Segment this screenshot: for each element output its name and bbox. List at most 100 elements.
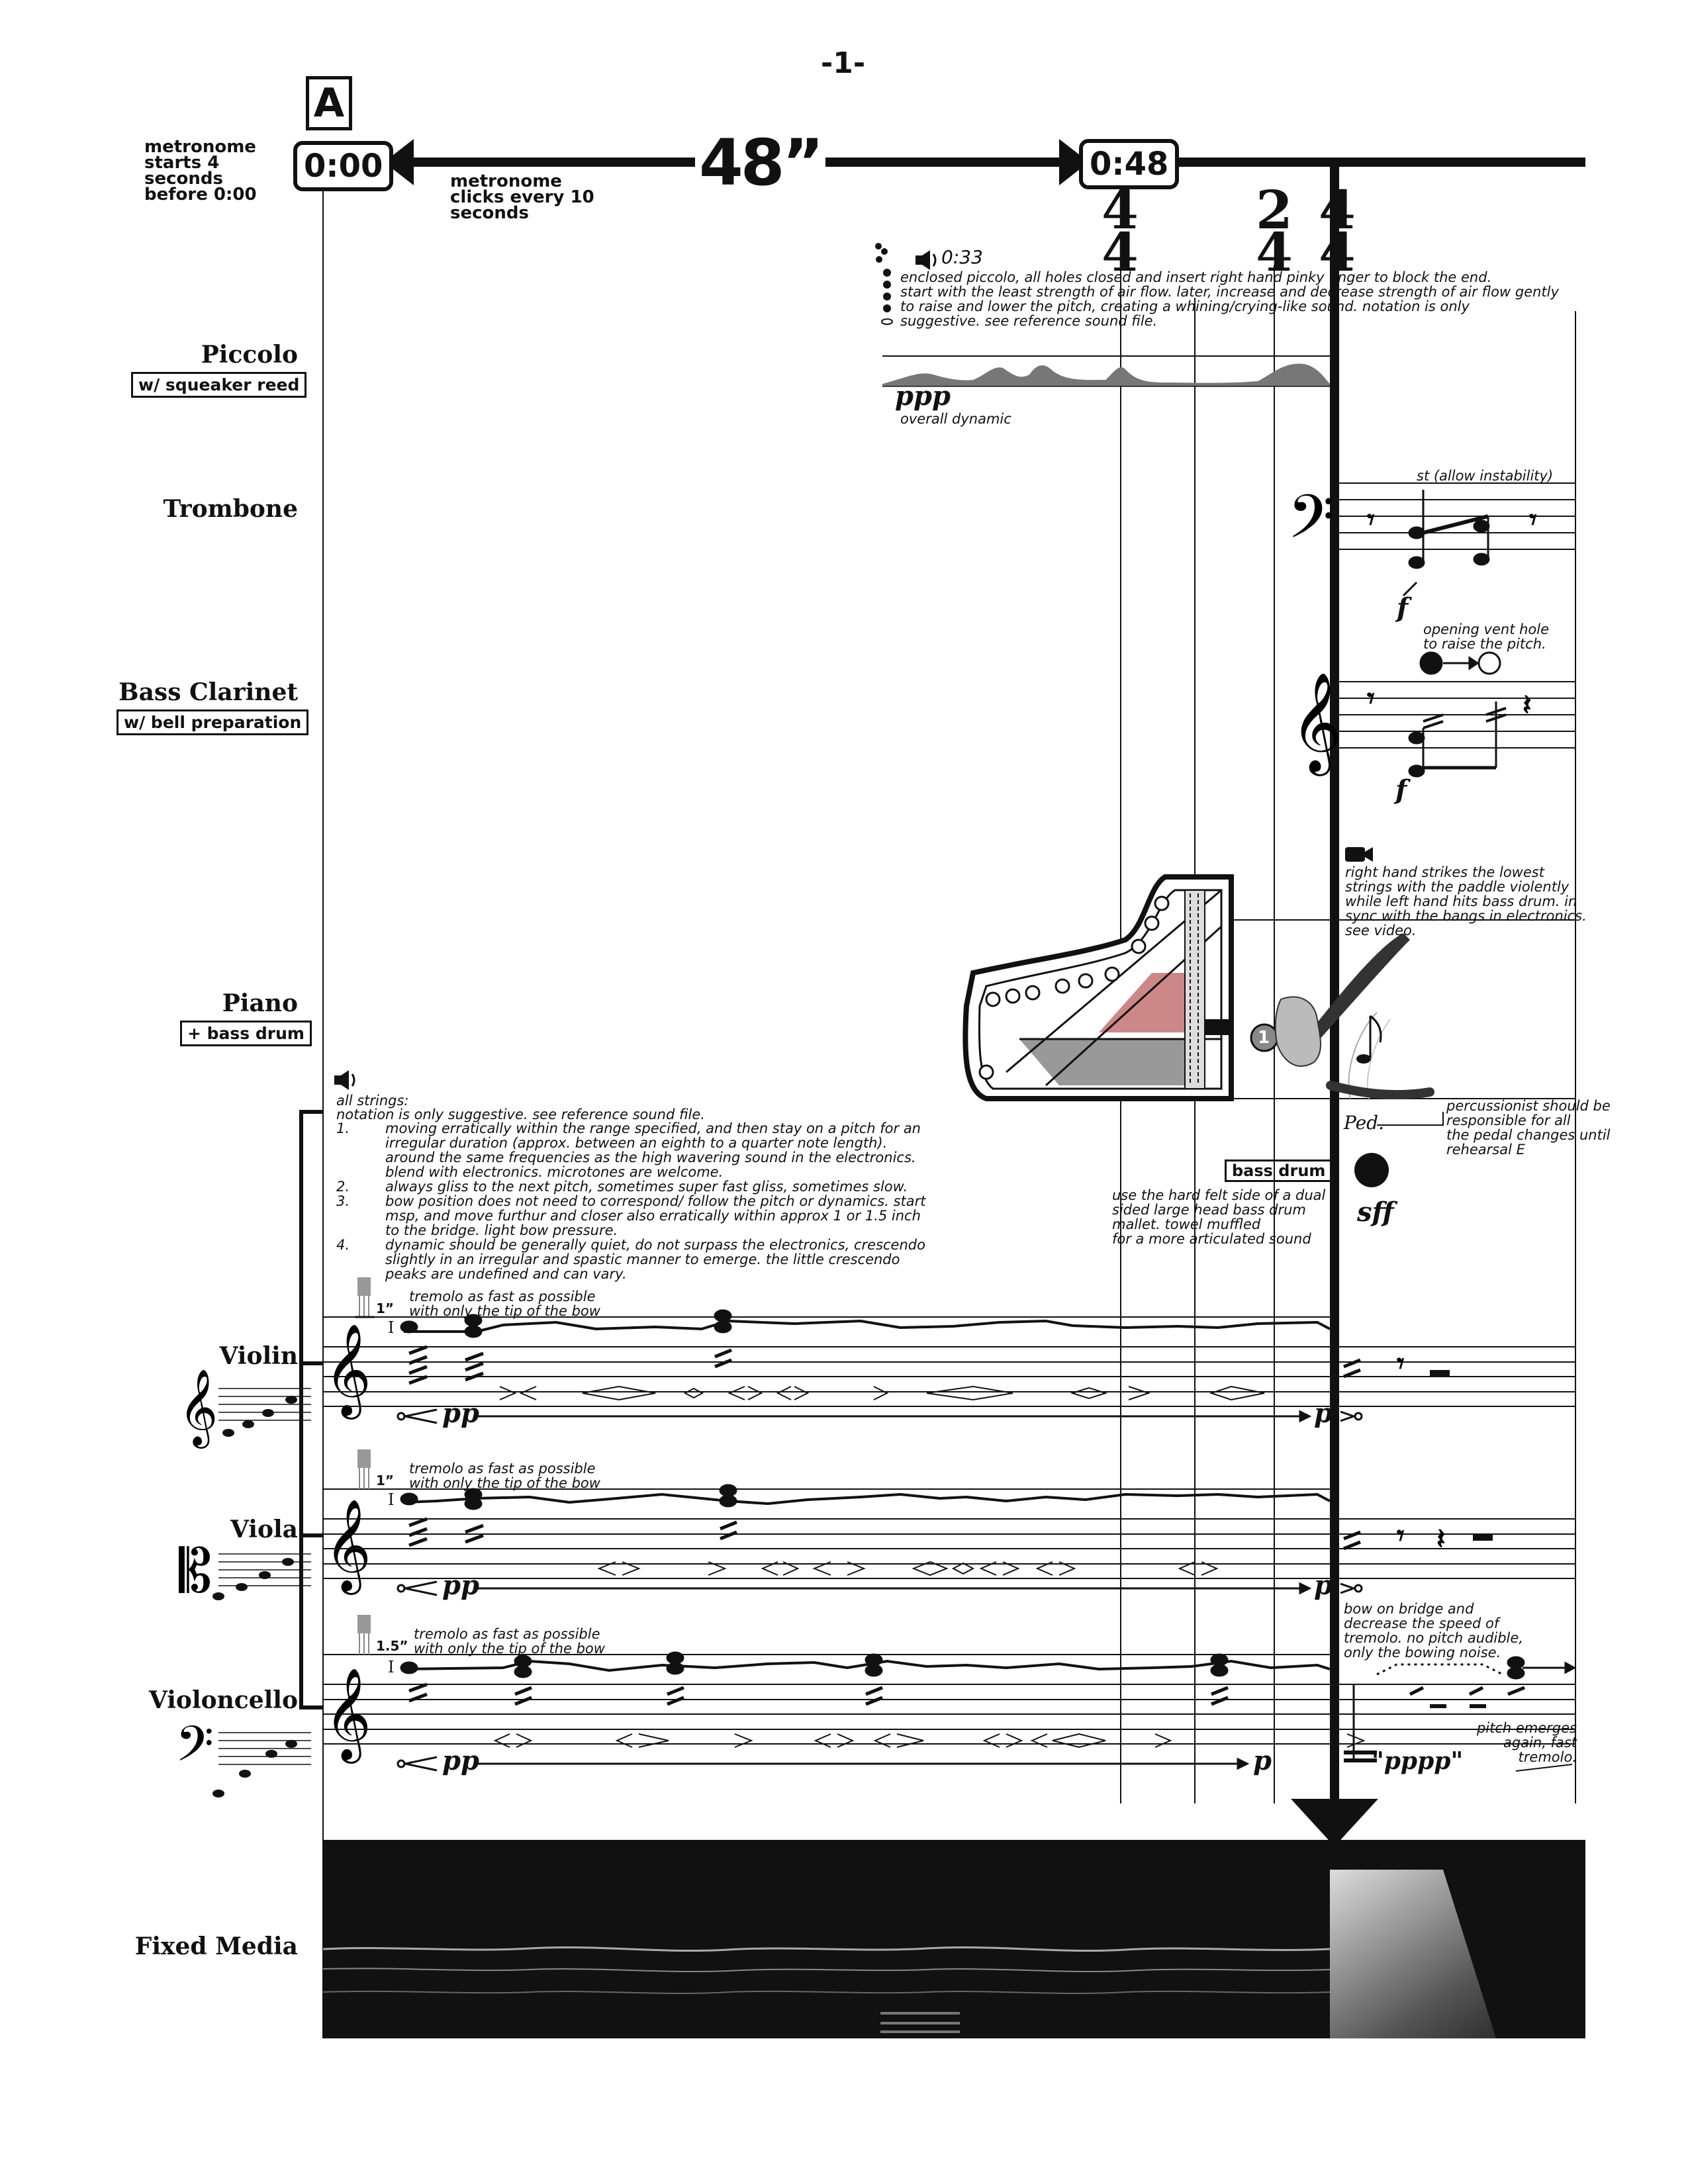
bass-clarinet-rests: 𝄾 𝄽 xyxy=(1367,682,1531,722)
piano-note: right hand strikes the lowest strings wi… xyxy=(1345,865,1587,938)
piano-line-4: sync with the bangs in electronics. xyxy=(1345,908,1587,924)
meter-3-den: 4 xyxy=(1319,221,1356,283)
camera-icon xyxy=(1345,847,1373,862)
trombone-dynamic: f xyxy=(1397,592,1409,623)
piano-prep: + bass drum xyxy=(180,1021,312,1046)
clef-glyphs: 𝄢 𝄞 𝄞 𝄞 𝄞 𝄞 𝄡 𝄢 xyxy=(175,482,1342,1785)
piccolo-prep: w/ squeaker reed xyxy=(131,372,307,398)
fixed-media-spectrogram xyxy=(322,1840,1585,2038)
trombone-rests: 𝄾 𝄾 xyxy=(1367,503,1537,537)
piccolo-line-1: enclosed piccolo, all holes closed and i… xyxy=(900,269,1492,285)
violin-tremolo-note: tremolo as fast as possible with only th… xyxy=(409,1289,600,1318)
svg-text:𝄢: 𝄢 xyxy=(175,1715,214,1785)
cello-dynamic-line xyxy=(397,1756,1250,1772)
svg-text:𝄡: 𝄡 xyxy=(179,1537,212,1606)
svg-text:𝄞: 𝄞 xyxy=(324,1668,371,1764)
svg-text:𝄢: 𝄢 xyxy=(1288,482,1335,567)
piccolo-instructions: enclosed piccolo, all holes closed and i… xyxy=(900,270,1559,328)
strings-item-2-line-1: always gliss to the next pitch, sometime… xyxy=(385,1179,908,1195)
meter-2-num: 2 xyxy=(1256,179,1293,241)
violin-tremolo-line-2: with only the tip of the bow xyxy=(409,1303,600,1319)
piano-line-5: see video. xyxy=(1345,923,1417,938)
viola-dynamic-line xyxy=(397,1580,1363,1596)
cello-tremolo-note: tremolo as fast as possible with only th… xyxy=(414,1627,605,1656)
meter-1-den: 4 xyxy=(1102,221,1139,283)
piccolo-graph xyxy=(882,355,1330,387)
viola-start-dynamic: pp xyxy=(442,1570,479,1601)
instrument-fixed-media: Fixed Media xyxy=(134,1933,298,1960)
bass-drum-label: bass drum xyxy=(1225,1160,1333,1182)
viola-notes xyxy=(400,1484,1361,1551)
cello-bridge-note: bow on bridge and decrease the speed of … xyxy=(1344,1602,1523,1660)
trombone-notes xyxy=(1402,490,1490,597)
violin-notes xyxy=(400,1309,1361,1385)
cello-pitch-line xyxy=(403,1659,1331,1672)
strings-item-1-line-3: around the same frequencies as the high … xyxy=(385,1150,916,1165)
pedal-line-1: percussionist should be xyxy=(1446,1098,1611,1114)
piccolo-line-2: start with the least strength of air flo… xyxy=(900,284,1559,300)
svg-text:𝄽: 𝄽 xyxy=(1436,1522,1445,1556)
bass-clarinet-note: opening vent hole to raise the pitch. xyxy=(1423,622,1549,651)
cello-emerge-line-1: pitch emerges xyxy=(1476,1720,1577,1736)
cello-roman: I xyxy=(388,1658,395,1676)
bass-drum-dot xyxy=(1354,1153,1389,1187)
strings-item-3-line-1: bow position does not need to correspond… xyxy=(385,1193,926,1209)
cello-bridge-line-1: bow on bridge and xyxy=(1344,1601,1474,1617)
cello-bridge-line-4: only the bowing noise. xyxy=(1344,1645,1501,1661)
pedal-line-3: the pedal changes until xyxy=(1446,1127,1611,1143)
svg-text:𝄞: 𝄞 xyxy=(324,1499,371,1595)
piccolo-dynamic: ppp xyxy=(895,381,951,412)
cello-inch: 1.5” xyxy=(376,1638,408,1654)
violin-start-dynamic: pp xyxy=(442,1398,479,1429)
strings-item-3-num: 3. xyxy=(336,1193,350,1209)
strings-item-4: 4. dynamic should be generally quiet, do… xyxy=(336,1238,925,1281)
metronome-clicks-note: metronome clicks every 10 seconds xyxy=(450,171,594,223)
strings-item-2: 2. always gliss to the next pitch, somet… xyxy=(336,1179,908,1194)
strings-speaker-icon xyxy=(334,1070,355,1090)
piccolo-dynamic-note: overall dynamic xyxy=(900,411,1011,427)
cello-notes xyxy=(400,1651,1525,1762)
strings-item-3: 3. bow position does not need to corresp… xyxy=(336,1194,925,1238)
bass-clarinet-line-2: to raise the pitch. xyxy=(1423,636,1546,652)
cello-emerge-line-3: tremolo. xyxy=(1518,1749,1577,1765)
violin-tremolo-line-1: tremolo as fast as possible xyxy=(409,1289,596,1304)
cello-hairpins xyxy=(493,1733,1573,1772)
time-end-box: 0:48 xyxy=(1079,139,1180,189)
violin-pitch-line xyxy=(404,1319,1331,1333)
viola-pitch-line xyxy=(403,1492,1331,1506)
violin-staff xyxy=(323,1316,1575,1407)
strings-item-2-num: 2. xyxy=(336,1179,350,1195)
bass-drum-line-2: sided large head bass drum xyxy=(1112,1202,1306,1218)
instrument-cello: Violoncello xyxy=(148,1686,298,1714)
strings-item-4-num: 4. xyxy=(336,1237,350,1253)
bass-drum-note: use the hard felt side of a dual sided l… xyxy=(1112,1188,1325,1246)
svg-text:𝄾: 𝄾 xyxy=(1397,1519,1405,1553)
bass-drum-dynamic: sff xyxy=(1357,1197,1394,1228)
cello-end-dynamic: "pppp" xyxy=(1372,1747,1464,1775)
piano-line-1: right hand strikes the lowest xyxy=(1345,864,1544,880)
strings-item-3-line-3: to the bridge. light bow pressure. xyxy=(385,1222,618,1238)
timeline xyxy=(384,139,1585,185)
breath-dots-icon xyxy=(875,243,893,325)
meter-3-num: 4 xyxy=(1319,179,1356,241)
bass-clarinet-dynamic: f xyxy=(1395,774,1407,805)
strings-header: all strings: xyxy=(336,1093,409,1109)
bass-drum-line-1: use the hard felt side of a dual xyxy=(1112,1187,1326,1203)
trombone-staff xyxy=(1339,482,1575,550)
instrument-bass-clarinet: Bass Clarinet xyxy=(118,678,298,706)
violin-roman: I xyxy=(388,1318,395,1337)
meter-2-den: 4 xyxy=(1256,221,1293,283)
viola-tremolo-line-2: with only the tip of the bow xyxy=(409,1475,600,1491)
strings-item-4-line-2: slightly in an irregular and spastic man… xyxy=(385,1251,900,1267)
strings-item-1-line-1: moving erratically within the range spec… xyxy=(385,1120,921,1136)
cello-emerge-line-2: again, fast xyxy=(1503,1735,1577,1751)
strings-item-1-line-2: irregular duration (approx. between an e… xyxy=(385,1135,888,1151)
cello-p-dynamic: p xyxy=(1253,1745,1272,1776)
cello-bridge-line-2: decrease the speed of xyxy=(1344,1615,1499,1631)
piccolo-line-3: to raise and lower the pitch, creating a… xyxy=(900,298,1470,314)
piccolo-line-4: suggestive. see reference sound file. xyxy=(900,313,1158,329)
